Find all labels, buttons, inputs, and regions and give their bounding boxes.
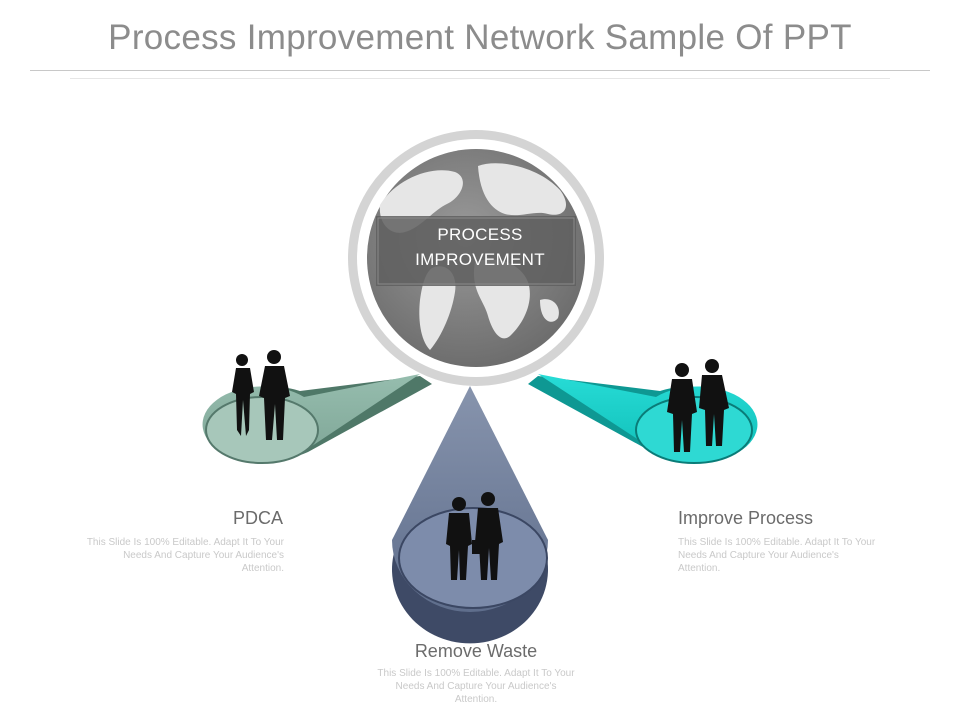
pdca-title: PDCA bbox=[232, 508, 283, 528]
improve-process-description: This Slide Is 100% Editable. Adapt It To… bbox=[678, 537, 876, 574]
remove-waste-teardrop bbox=[392, 386, 548, 644]
people-icon-remove-waste bbox=[446, 492, 503, 580]
slide-title: Process Improvement Network Sample Of PP… bbox=[108, 18, 852, 57]
title-divider-secondary bbox=[70, 78, 890, 79]
hub-label-line1: PROCESS bbox=[437, 225, 523, 244]
improve-process-title: Improve Process bbox=[678, 508, 814, 528]
title-divider bbox=[30, 70, 930, 71]
people-icon-improve-process bbox=[667, 359, 729, 452]
pdca-description: This Slide Is 100% Editable. Adapt It To… bbox=[86, 537, 284, 574]
hub-label: PROCESS IMPROVEMENT bbox=[380, 222, 580, 272]
remove-waste-title: Remove Waste bbox=[414, 641, 538, 661]
globe-hub bbox=[348, 130, 604, 386]
hub-label-line2: IMPROVEMENT bbox=[415, 250, 545, 269]
remove-waste-description: This Slide Is 100% Editable. Adapt It To… bbox=[377, 668, 575, 705]
people-icon-pdca bbox=[232, 350, 290, 440]
